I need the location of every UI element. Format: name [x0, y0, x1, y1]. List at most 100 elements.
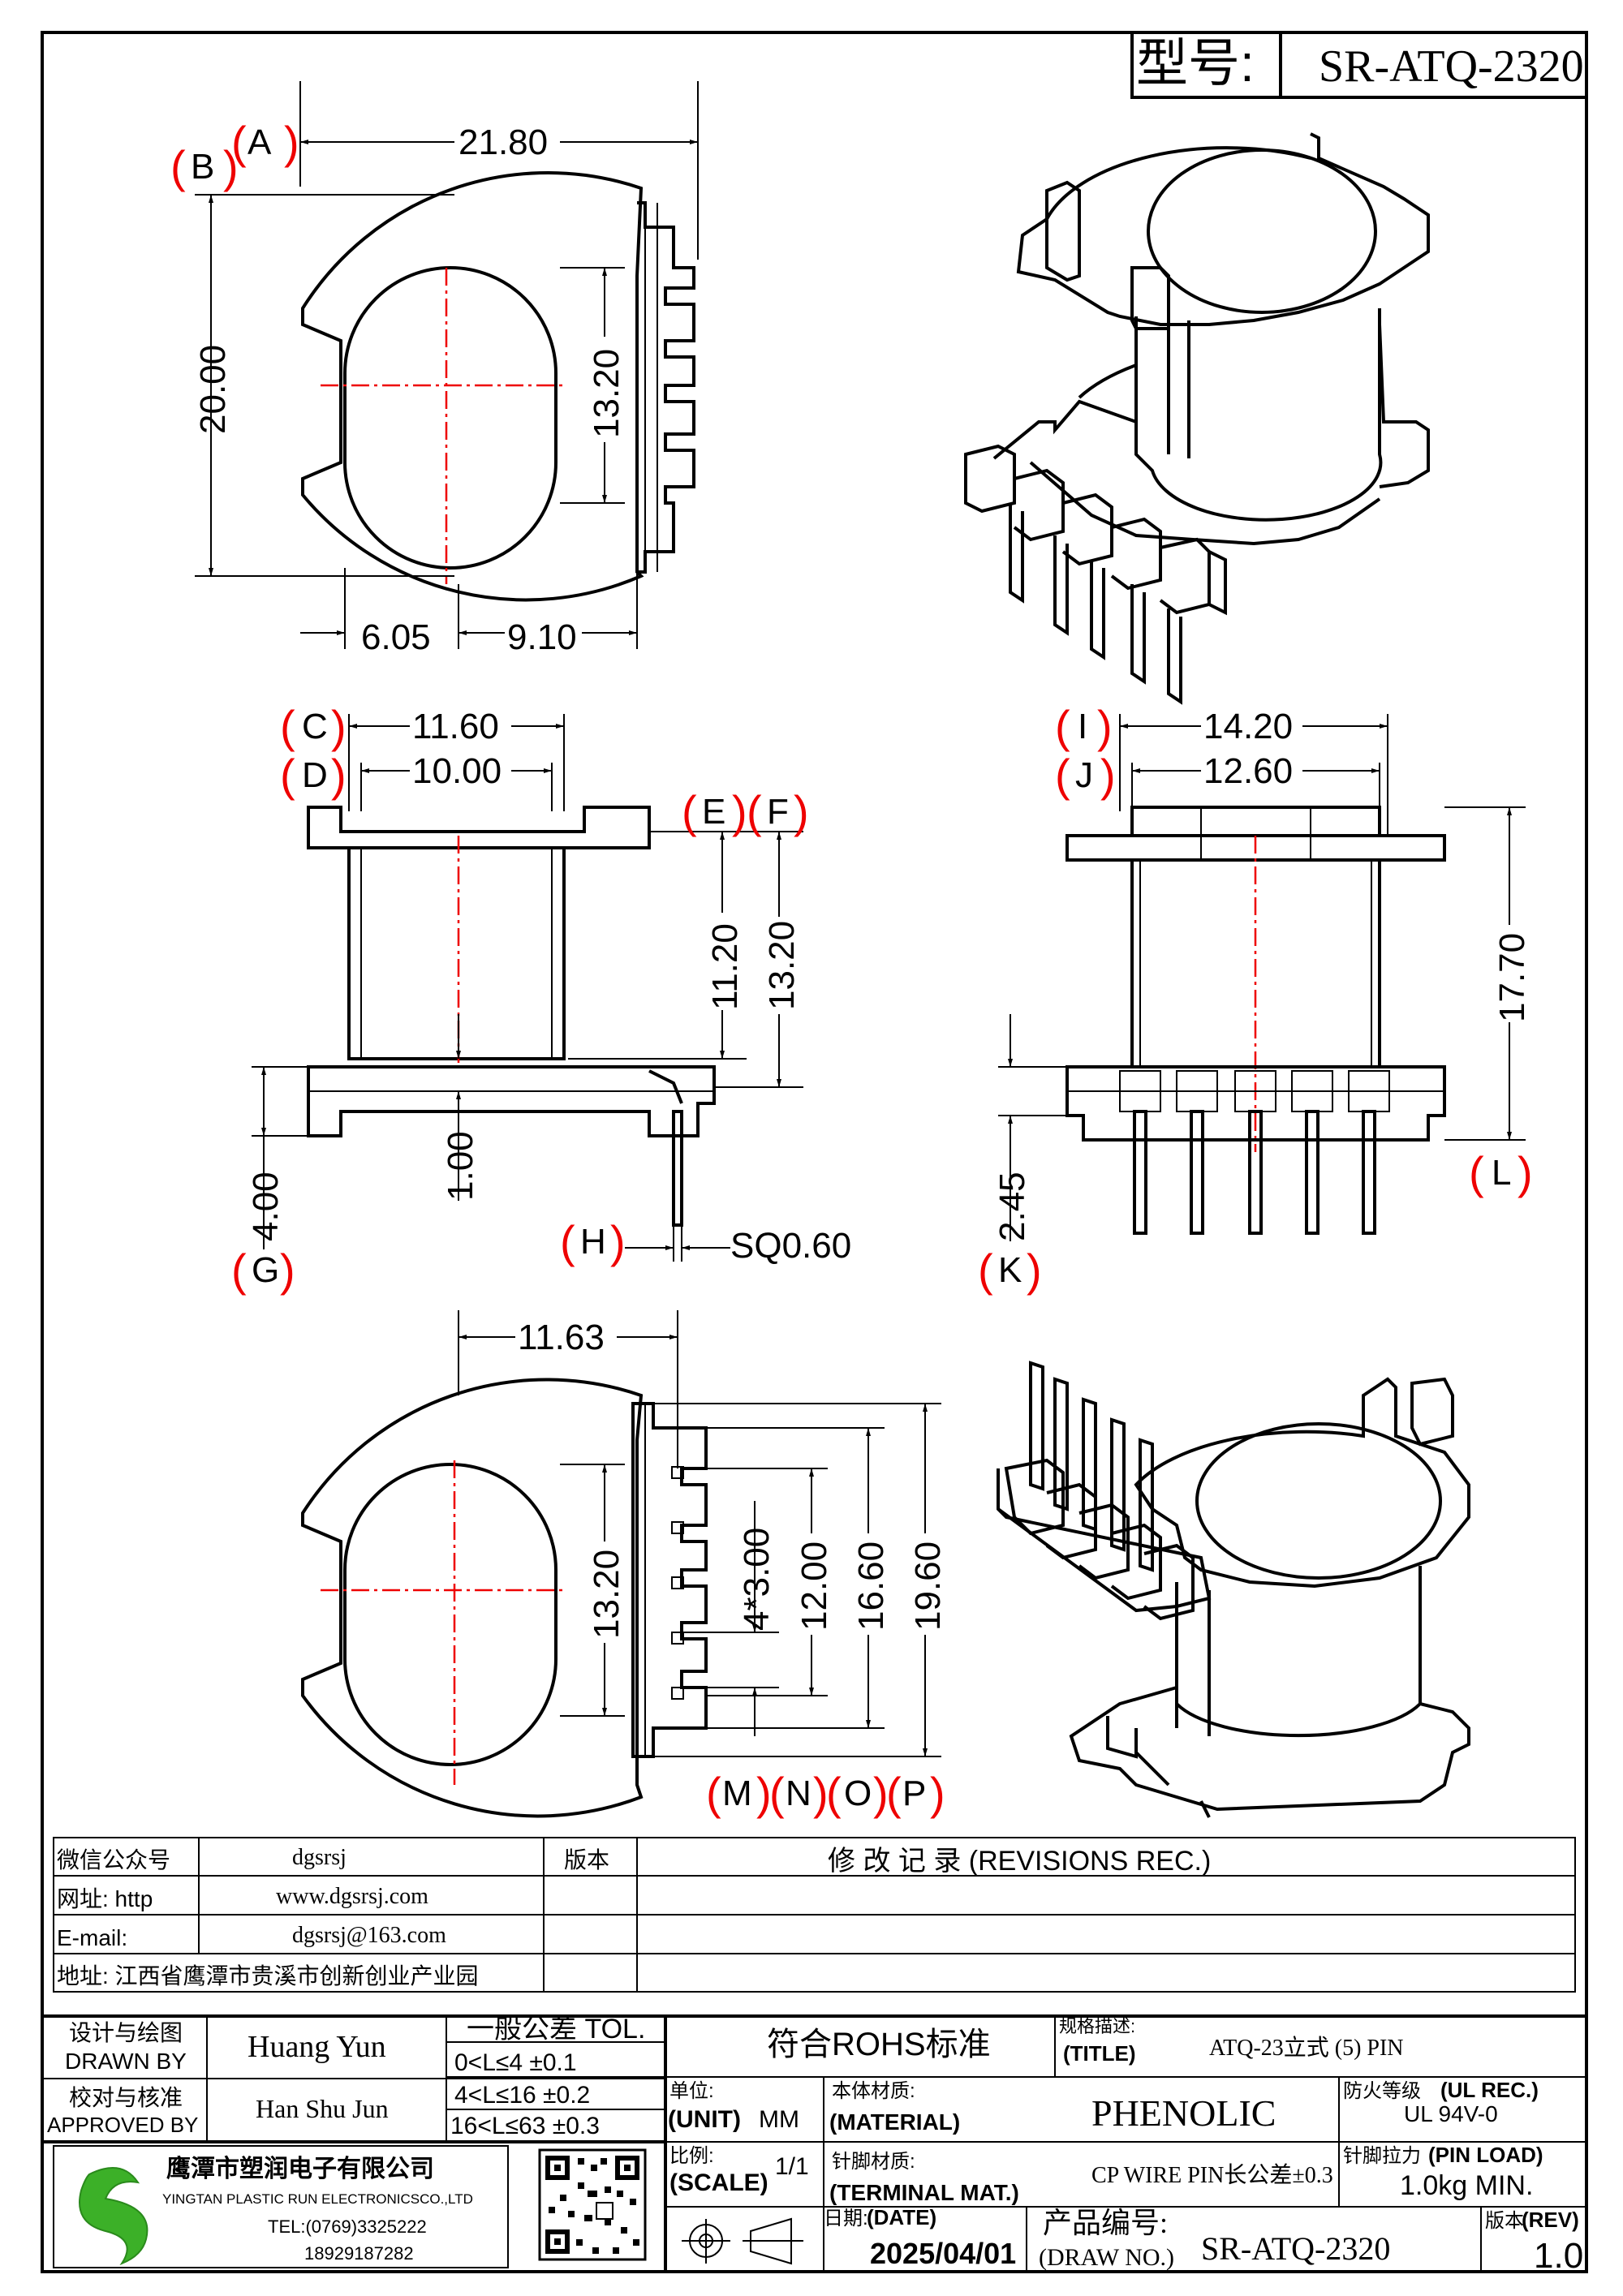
drawn-by-cn: 设计与绘图	[69, 2020, 183, 2045]
version-label: 版本	[564, 1847, 609, 1872]
rev-value: 1.0	[1534, 2236, 1583, 2276]
pin-load-cn: 针脚拉力	[1343, 2145, 1421, 2167]
approved-by-name: Han Shu Jun	[256, 2094, 389, 2123]
label-F-bracket: (	[747, 786, 762, 837]
email-value: dgsrsj@163.com	[292, 1923, 446, 1948]
dim-19-60: 19.60	[908, 1541, 948, 1631]
material-cn: 本体材质:	[832, 2080, 915, 2102]
outer-border	[41, 31, 1588, 2273]
label-H: H	[580, 1222, 606, 1262]
label-E-bracket: (	[682, 786, 697, 837]
label-I-bracket: (	[1055, 701, 1070, 752]
label-B: B	[191, 147, 214, 187]
label-O-bracket-close: )	[873, 1768, 889, 1819]
label-K: K	[998, 1250, 1022, 1290]
label-F: F	[767, 792, 789, 832]
drawn-by-name: Huang Yun	[248, 2030, 386, 2064]
scale-value: 1/1	[775, 2153, 809, 2180]
label-M-bracket-close: )	[756, 1768, 772, 1819]
dim-4x3: 4*3.00	[737, 1528, 777, 1631]
label-G-bracket: (	[231, 1245, 247, 1296]
label-I: I	[1078, 707, 1087, 746]
model-value: SR-ATQ-2320	[1319, 41, 1584, 92]
dim-11-20: 11.20	[705, 923, 745, 1010]
dim-13-20-top: 13.20	[587, 349, 626, 438]
drawn-by-en: DRAWN BY	[65, 2049, 187, 2074]
dim-2-45: 2.45	[992, 1172, 1032, 1241]
label-C-bracket-close: )	[331, 701, 347, 752]
label-M-bracket: (	[706, 1768, 721, 1819]
label-H-bracket-close: )	[610, 1216, 626, 1267]
approved-by-en: APPROVED BY	[47, 2113, 198, 2137]
scale-en: (SCALE)	[669, 2169, 768, 2196]
label-P: P	[902, 1774, 926, 1813]
model-label: 型号:	[1136, 34, 1255, 92]
label-N-bracket: (	[769, 1768, 785, 1819]
web-label: 网址: http	[57, 1886, 153, 1911]
label-A-bracket-close: )	[284, 117, 299, 168]
terminal-cn: 针脚材质:	[832, 2151, 915, 2173]
material-value: PHENOLIC	[1091, 2092, 1276, 2134]
label-C: C	[302, 707, 328, 746]
label-I-bracket-close: )	[1097, 701, 1113, 752]
iso-view-top	[964, 132, 1430, 705]
email-label: E-mail:	[57, 1925, 127, 1950]
draw-no-value: SR-ATQ-2320	[1201, 2230, 1390, 2267]
title-block: 设计与绘图 DRAWN BY Huang Yun 校对与核准 APPROVED …	[41, 2014, 1588, 2276]
dim-21-80: 21.80	[458, 123, 548, 162]
rev-cn: 版本	[1485, 2210, 1524, 2232]
wechat-value: dgsrsj	[292, 1845, 347, 1870]
draw-no-cn: 产品编号:	[1043, 2207, 1168, 2239]
dim-sq: SQ0.60	[730, 1226, 851, 1266]
fire-rating-value: UL 94V-0	[1404, 2101, 1498, 2126]
label-E: E	[702, 792, 725, 832]
tolerance-row-1: 0<L≤4 ±0.1	[454, 2049, 577, 2076]
label-L-bracket-close: )	[1518, 1147, 1533, 1198]
dim-13-20-bot: 13.20	[587, 1550, 626, 1639]
draw-no-en: (DRAW NO.)	[1039, 2244, 1174, 2271]
terminal-en: (TERMINAL MAT.)	[829, 2180, 1019, 2205]
unit-value: MM	[759, 2106, 799, 2133]
side-view-left: 11.60 10.00 ( C ) ( D ) 11.20 13.20 ( E …	[231, 701, 851, 1296]
rev-en: (REV)	[1522, 2208, 1579, 2232]
company-logo	[79, 2167, 149, 2266]
label-N-bracket-close: )	[813, 1768, 829, 1819]
fire-rating-cn: 防火等级	[1343, 2080, 1421, 2102]
dim-11-60: 11.60	[412, 707, 499, 746]
revisions-label: 修 改 记 录 (REVISIONS REC.)	[828, 1846, 1211, 1877]
label-A: A	[248, 123, 272, 162]
projection-symbol	[682, 2217, 803, 2265]
dim-14-20: 14.20	[1203, 707, 1293, 746]
dim-10-00: 10.00	[412, 751, 502, 791]
label-C-bracket: (	[280, 701, 295, 752]
label-P-bracket: (	[886, 1768, 902, 1819]
dim-12-00: 12.00	[794, 1541, 834, 1631]
unit-en: (UNIT)	[668, 2106, 741, 2133]
dim-1-00: 1.00	[441, 1131, 480, 1201]
label-F-bracket-close: )	[794, 786, 809, 837]
label-N: N	[786, 1774, 812, 1813]
label-A-bracket: (	[231, 117, 247, 168]
approved-by-cn: 校对与核准	[69, 2085, 183, 2110]
dim-12-60: 12.60	[1203, 751, 1293, 791]
label-L-bracket: (	[1469, 1147, 1484, 1198]
label-B-bracket-close: )	[223, 141, 239, 192]
side-view-right: 14.20 12.60 ( I ) ( J ) 17.70 ( L ) 2.45…	[978, 701, 1533, 1296]
label-D-bracket: (	[280, 750, 295, 801]
dim-9-10: 9.10	[507, 617, 577, 657]
material-en: (MATERIAL)	[829, 2109, 960, 2135]
spec-en: (TITLE)	[1063, 2041, 1136, 2066]
label-E-bracket-close: )	[732, 786, 747, 837]
terminal-value: CP WIRE PIN长公差±0.3	[1091, 2162, 1333, 2188]
wechat-label: 微信公众号	[57, 1847, 170, 1872]
unit-cn: 单位:	[669, 2080, 714, 2102]
pin-load-value: 1.0kg MIN.	[1400, 2170, 1533, 2201]
rohs-compliance: 符合ROHS标准	[767, 2027, 991, 2062]
label-G: G	[252, 1250, 279, 1290]
spec-cn: 规格描述:	[1059, 2016, 1135, 2036]
label-P-bracket-close: )	[930, 1768, 945, 1819]
date-cn: 日期:	[824, 2208, 868, 2229]
dim-6-05: 6.05	[361, 617, 431, 657]
label-O: O	[844, 1774, 872, 1813]
